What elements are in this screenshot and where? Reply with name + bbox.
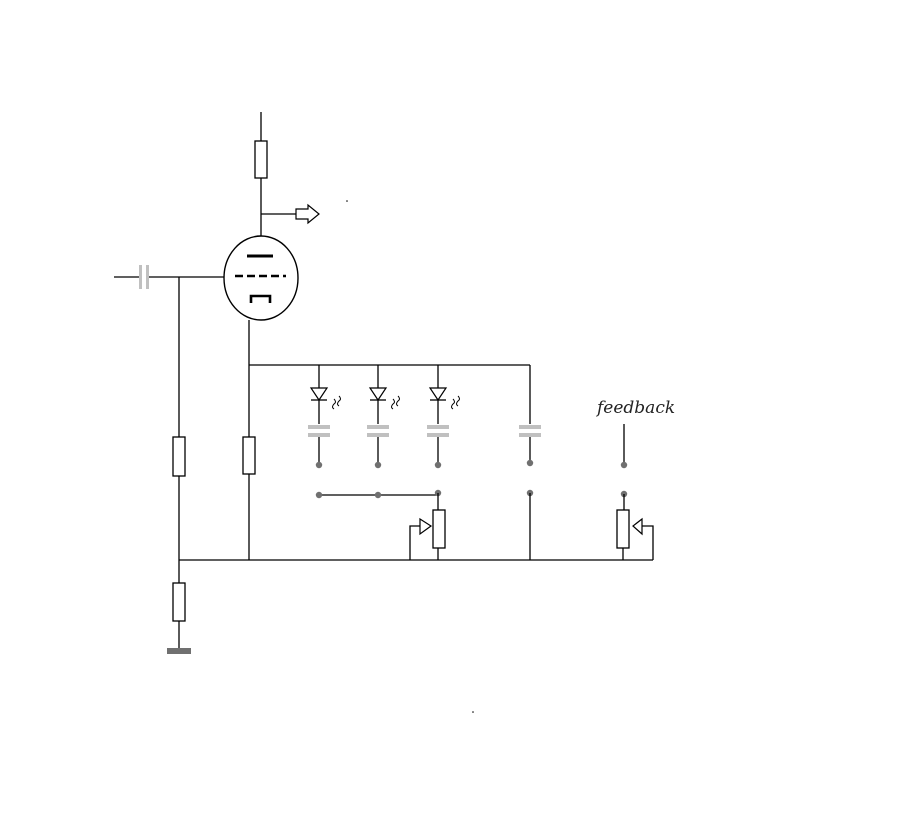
output-arrow-icon xyxy=(295,203,320,225)
triode-tube-icon xyxy=(223,235,299,321)
feedback-branch: feedback xyxy=(595,398,675,560)
photodiode-icon xyxy=(309,387,329,402)
input-capacitor xyxy=(139,265,142,289)
ground-icon xyxy=(167,648,191,654)
cathode-circuit xyxy=(179,320,653,561)
plate-circuit xyxy=(254,112,320,238)
feedback-potentiometer-icon xyxy=(616,509,630,549)
feedback-label: feedback xyxy=(595,398,675,418)
grid-input xyxy=(114,265,224,654)
photodiode-branch-1 xyxy=(308,365,341,469)
photodiode-branch-3 xyxy=(427,365,460,469)
cathode-resistor xyxy=(172,582,186,622)
potentiometer-icon xyxy=(432,509,446,549)
photodiode-branch-2 xyxy=(367,365,400,469)
bias-resistor xyxy=(242,436,256,475)
selector-rail xyxy=(315,489,446,560)
capacitor-branch xyxy=(519,365,541,560)
grid-resistor xyxy=(172,436,186,477)
photodiode-icon xyxy=(428,387,448,402)
photodiode-icon xyxy=(368,387,388,402)
plate-resistor xyxy=(254,140,268,179)
